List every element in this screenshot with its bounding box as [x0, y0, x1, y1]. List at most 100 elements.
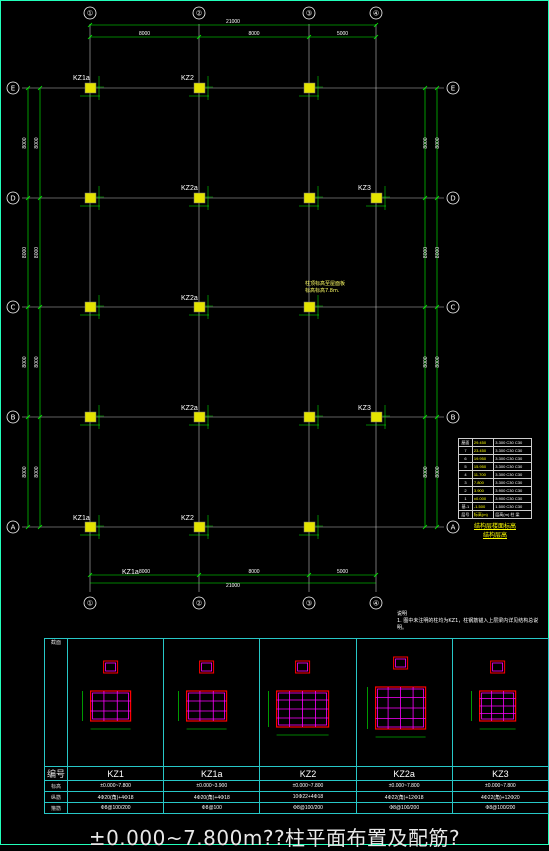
dim-left-label-3: 8000: [34, 466, 40, 477]
dim-right-outer-tick-1: [434, 195, 440, 201]
dim-top-tick-2: [306, 34, 312, 40]
schedule-elevation: ±0.000~7.800: [259, 780, 357, 792]
column-section-drawing: [178, 660, 228, 730]
column-0-4: [80, 515, 104, 539]
column-square: [303, 521, 316, 533]
column-square: [303, 82, 316, 94]
axis-bubble-circle: [446, 410, 460, 424]
dim-left-outer-tick-3: [25, 414, 31, 420]
column-3-3: [366, 405, 390, 429]
column-tag-8: KZ2: [181, 515, 194, 522]
axis-bubble-circle: [6, 410, 20, 424]
legend-caption-2: 结构层高: [482, 532, 507, 539]
legend-level: 4: [458, 470, 473, 479]
axis-bubble-label: D: [450, 195, 455, 203]
schedule-row-label: 截面: [44, 638, 68, 767]
legend-level: 2: [458, 486, 473, 495]
schedule-section-cell: [259, 638, 357, 767]
axis-bubble-bottom-3: ③: [302, 596, 316, 610]
dim-bottom-label-2: 5000: [337, 569, 348, 575]
schedule-row-label: 纵筋: [44, 791, 68, 803]
dim-bottom-total-label: 21000: [226, 583, 240, 589]
annotation-line-1: 柱顶标高至屋面板: [305, 280, 345, 287]
note-line-1: 1. 图中未注明的柱均为KZ1，柱钢筋锚入上层梁内详见结构总说明。: [397, 618, 539, 631]
column-0-0: [80, 76, 104, 100]
column-tag-7: KZ1a: [73, 515, 90, 522]
schedule-stirrup: Φ8@100/200: [259, 802, 357, 814]
legend-elevation: -1.500: [471, 502, 495, 511]
column-square: [84, 192, 97, 204]
dim-right-outer-label-1: 8000: [435, 247, 441, 258]
axis-bubble-top-2: ②: [192, 6, 206, 20]
schedule-section-cell: [163, 638, 261, 767]
axis-bubble-label: E: [451, 85, 455, 93]
dim-left-label-1: 8000: [34, 247, 40, 258]
legend-note: 3.300 C30 C30: [493, 462, 532, 471]
legend-level: 5: [458, 462, 473, 471]
dim-bottom-label-1: 8000: [248, 569, 259, 575]
schedule-row-label: 箍筋: [44, 802, 68, 814]
schedule-stirrup: Φ8@100: [163, 802, 261, 814]
column-square: [303, 192, 316, 204]
dim-right-tick-0: [422, 85, 428, 91]
legend-elevation: 15.950: [471, 462, 495, 471]
axis-bubble-label: C: [451, 304, 456, 312]
schedule-column-name: KZ1: [66, 766, 165, 781]
schedule-stirrup: Φ8@100/200: [451, 802, 549, 814]
legend-level: 3: [458, 478, 473, 487]
column-2-3: [299, 405, 323, 429]
axis-bubble-label: ②: [196, 10, 202, 18]
dim-bottom-tick-0: [87, 572, 93, 578]
column-square: [84, 82, 97, 94]
column-tag-6: KZ3: [358, 405, 371, 412]
dim-left-tick-1: [37, 195, 43, 201]
dim-right-label-0: 8000: [423, 137, 429, 148]
column-0-1: [80, 186, 104, 210]
dim-right-outer-label-0: 8000: [435, 137, 441, 148]
dim-right-outer-label-3: 8000: [435, 466, 441, 477]
dim-left-tick-2: [37, 304, 43, 310]
column-square: [193, 192, 206, 204]
dim-right-outer-tick-4: [434, 524, 440, 530]
dim-top-tick-3: [373, 34, 379, 40]
axis-bubble-left-C: C: [6, 300, 20, 314]
schedule-main-bars: 4Φ20(角)+4Φ18: [163, 791, 261, 803]
dim-left-outer-tick-1: [25, 195, 31, 201]
axis-bubble-right-B: B: [446, 410, 460, 424]
schedule-main-bars: 10Φ22+4Φ18: [259, 791, 357, 803]
dim-left-outer-label-0: 8000: [22, 137, 28, 148]
legend-note: 1.500 C30 C30: [493, 502, 532, 511]
axis-bubble-top-1: ①: [83, 6, 97, 20]
note-title: 说明: [397, 611, 408, 617]
column-0-3: [80, 405, 104, 429]
axis-bubble-circle: [302, 6, 316, 20]
legend-note: 3.900 C30 C30: [493, 494, 532, 503]
column-tag-0: KZ1a: [73, 75, 90, 82]
column-2-2: [299, 295, 323, 319]
axis-bubble-circle: [302, 596, 316, 610]
legend-caption: 结构层楼面标高 结构层高: [458, 521, 532, 539]
axis-bubble-circle: [446, 300, 460, 314]
dim-top-tick-1: [196, 34, 202, 40]
column-3-1: [366, 186, 390, 210]
legend-elevation: 3.900: [471, 486, 495, 495]
axis-bubble-left-B: B: [6, 410, 20, 424]
legend-level: 层号: [458, 510, 473, 519]
legend-level: 7: [458, 446, 473, 455]
legend-elevation: 7.800: [471, 478, 495, 487]
column-square: [193, 521, 206, 533]
dim-right-tick-1: [422, 195, 428, 201]
dim-top-total-label: 21000: [226, 19, 240, 25]
schedule-column-name: KZ3: [451, 766, 549, 781]
column-markers: [80, 76, 390, 539]
axis-bubble-right-D: D: [446, 191, 460, 205]
dim-right-label-3: 8000: [423, 466, 429, 477]
annotation-line-2: 标高标高7.8m.: [305, 287, 340, 294]
